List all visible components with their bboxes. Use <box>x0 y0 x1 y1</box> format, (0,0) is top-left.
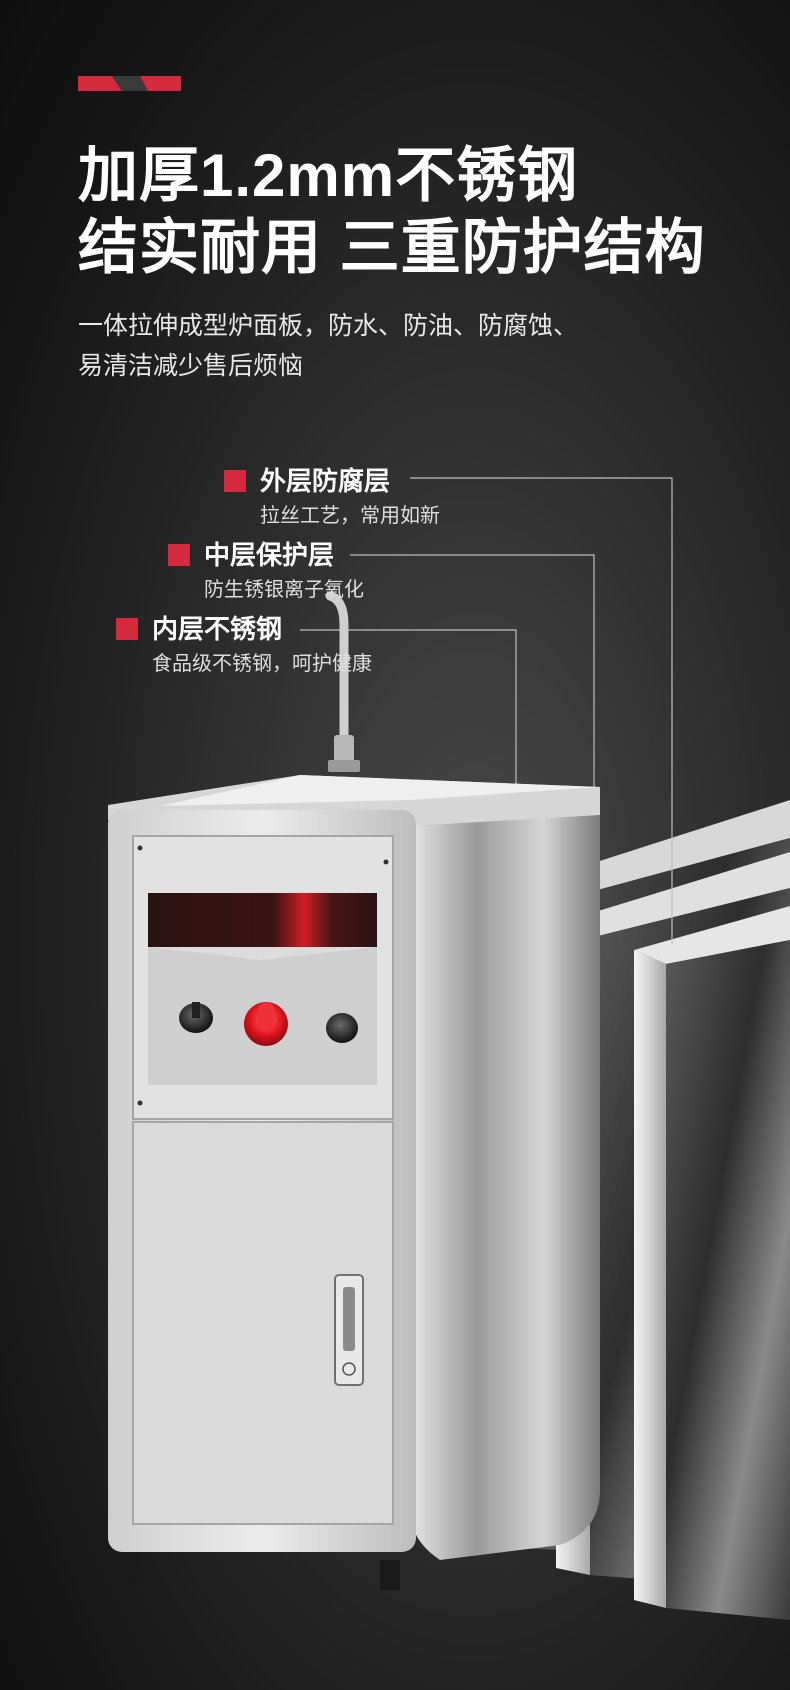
knob-icon <box>179 1002 213 1033</box>
ignition-button-icon <box>244 1002 288 1046</box>
appliance-body <box>108 775 600 1590</box>
red-square-icon <box>116 618 138 640</box>
subtitle-line-1: 一体拉伸成型炉面板，防水、防油、防腐蚀、 <box>78 312 579 340</box>
steel-plate-outer <box>634 906 790 1620</box>
layer-desc: 拉丝工艺，常用如新 <box>260 505 440 527</box>
layer-name: 内层不锈钢 <box>152 614 283 644</box>
headline: 加厚1.2mm不锈钢 结实耐用 三重防护结构 <box>78 140 706 284</box>
door-handle-icon <box>334 1274 364 1386</box>
knob-icon-right <box>326 1013 358 1043</box>
subtitle: 一体拉伸成型炉面板，防水、防油、防腐蚀、 易清洁减少售后烦恼 <box>78 306 578 386</box>
layer-desc: 食品级不锈钢，呵护健康 <box>152 653 372 675</box>
layer-desc: 防生锈银离子氧化 <box>204 579 364 601</box>
headline-line-1: 加厚1.2mm不锈钢 <box>78 142 579 209</box>
layer-name: 中层保护层 <box>204 540 335 570</box>
subtitle-line-2: 易清洁减少售后烦恼 <box>78 352 304 380</box>
headline-line-2: 结实耐用 三重防护结构 <box>78 214 706 281</box>
layer-name: 外层防腐层 <box>260 466 391 496</box>
accent-bar <box>78 76 181 91</box>
faucet-icon <box>325 591 360 772</box>
red-square-icon <box>224 470 246 492</box>
red-square-icon <box>168 544 190 566</box>
